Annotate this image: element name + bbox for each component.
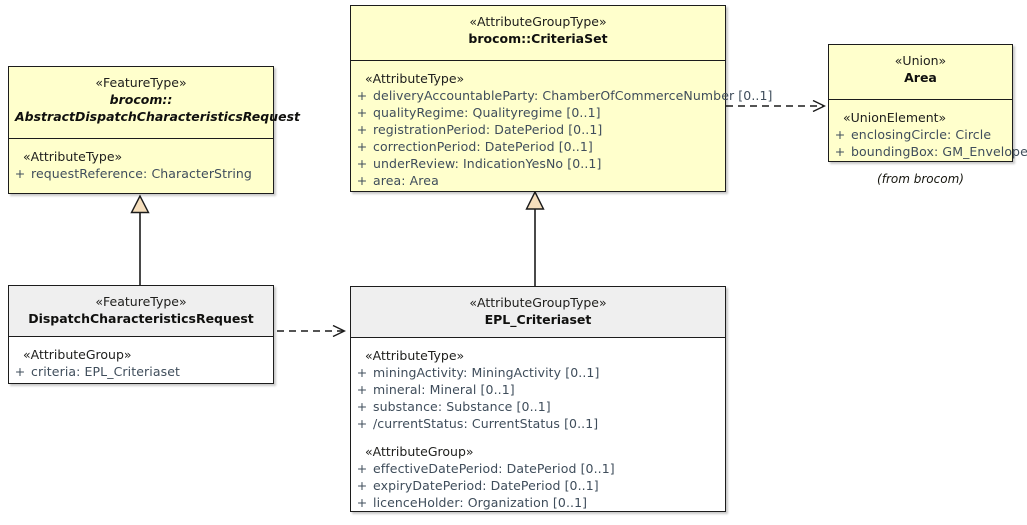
class-name: DispatchCharacteristicsRequest (28, 311, 254, 326)
attribute-text: /currentStatus: CurrentStatus [0..1] (373, 416, 599, 431)
attribute-row[interactable]: + substance: Substance [0..1] (351, 398, 725, 415)
class-header: «AttributeGroupType» brocom::CriteriaSet (351, 6, 725, 61)
class-name: brocom::CriteriaSet (468, 31, 608, 46)
attribute-text: area: Area (373, 173, 439, 188)
class-box-abstract-dispatch-characteristics-request[interactable]: «FeatureType» brocom:: AbstractDispatchC… (8, 66, 300, 194)
class-box-criteria-set[interactable]: «AttributeGroupType» brocom::CriteriaSet… (350, 5, 772, 192)
attribute-visibility: + (356, 122, 368, 137)
attribute-visibility: + (834, 127, 846, 142)
class-attributes-compartment: «AttributeType» + deliveryAccountablePar… (351, 61, 773, 198)
attribute-text: criteria: EPL_Criteriaset (31, 364, 180, 379)
attribute-visibility: + (356, 478, 368, 493)
attribute-text: miningActivity: MiningActivity [0..1] (373, 365, 600, 380)
attribute-visibility: + (834, 144, 846, 159)
compartment-stereotype: «AttributeGroup» (365, 444, 474, 459)
class-box-dispatch-characteristics-request[interactable]: «FeatureType» DispatchCharacteristicsReq… (8, 285, 274, 384)
attribute-row[interactable]: + /currentStatus: CurrentStatus [0..1] (351, 415, 725, 432)
attribute-visibility: + (14, 166, 26, 181)
attribute-row[interactable]: + correctionPeriod: DatePeriod [0..1] (351, 138, 725, 155)
attribute-row[interactable]: + boundingBox: GM_Envelope (829, 143, 1027, 160)
attribute-visibility: + (356, 416, 368, 431)
attribute-text: underReview: IndicationYesNo [0..1] (373, 156, 602, 171)
attribute-text: substance: Substance [0..1] (373, 399, 551, 414)
class-attributes-compartment: «AttributeType» + requestReference: Char… (9, 139, 273, 191)
attribute-text: enclosingCircle: Circle (851, 127, 992, 142)
compartment-stereotype: «AttributeType» (23, 149, 123, 164)
class-attributes-compartment: «UnionElement» + enclosingCircle: Circle… (829, 100, 1027, 169)
attribute-text: boundingBox: GM_Envelope (851, 144, 1027, 159)
attribute-row[interactable]: + enclosingCircle: Circle (829, 126, 1012, 143)
class-box-area[interactable]: «Union» Area «UnionElement» + enclosingC… (828, 44, 1027, 162)
class-name-line2: AbstractDispatchCharacteristicsRequest (15, 109, 300, 124)
attribute-visibility: + (356, 105, 368, 120)
generalization-eplcriteriaset-to-criteriaset (525, 190, 545, 286)
class-stereotype: «FeatureType» (95, 75, 187, 90)
attribute-visibility: + (356, 461, 368, 476)
class-header: «Union» Area (829, 45, 1012, 100)
class-attributes-compartment: «AttributeGroup» + criteria: EPL_Criteri… (9, 337, 273, 389)
attribute-text: requestReference: CharacterString (31, 166, 252, 181)
class-attributes-compartment: «AttributeType» + miningActivity: Mining… (351, 338, 725, 520)
attribute-row[interactable]: + deliveryAccountableParty: ChamberOfCom… (351, 87, 773, 104)
attribute-visibility: + (356, 88, 368, 103)
class-name: EPL_Criteriaset (484, 312, 592, 327)
class-stereotype: «AttributeGroupType» (469, 295, 607, 310)
class-name-line1: brocom:: (109, 92, 173, 107)
compartment-stereotype: «AttributeType» (365, 71, 465, 86)
class-header: «AttributeGroupType» EPL_Criteriaset (351, 287, 725, 338)
attribute-text: expiryDatePeriod: DatePeriod [0..1] (373, 478, 599, 493)
attribute-visibility: + (14, 364, 26, 379)
attribute-row[interactable]: + licenceHolder: Organization [0..1] (351, 494, 725, 511)
attribute-text: effectiveDatePeriod: DatePeriod [0..1] (373, 461, 615, 476)
attribute-row[interactable]: + mineral: Mineral [0..1] (351, 381, 725, 398)
compartment-stereotype: «AttributeType» (365, 348, 465, 363)
attribute-row[interactable]: + underReview: IndicationYesNo [0..1] (351, 155, 725, 172)
attribute-text: licenceHolder: Organization [0..1] (373, 495, 588, 510)
compartment-stereotype: «AttributeGroup» (23, 347, 132, 362)
attribute-text: deliveryAccountableParty: ChamberOfComme… (373, 88, 773, 103)
attribute-visibility: + (356, 173, 368, 188)
attribute-text: registrationPeriod: DatePeriod [0..1] (373, 122, 603, 137)
attribute-text: mineral: Mineral [0..1] (373, 382, 515, 397)
attribute-visibility: + (356, 156, 368, 171)
class-name: Area (904, 70, 937, 85)
class-stereotype: «Union» (894, 53, 947, 68)
attribute-visibility: + (356, 382, 368, 397)
generalization-dispatch-to-abstract (130, 194, 150, 285)
class-box-epl-criteriaset[interactable]: «AttributeGroupType» EPL_Criteriaset «At… (350, 286, 726, 512)
class-stereotype: «FeatureType» (95, 294, 187, 309)
attribute-row[interactable]: + effectiveDatePeriod: DatePeriod [0..1] (351, 460, 725, 477)
attribute-row[interactable]: + area: Area (351, 172, 725, 189)
area-package-footnote: (from brocom) (877, 172, 964, 186)
attribute-visibility: + (356, 399, 368, 414)
attribute-visibility: + (356, 139, 368, 154)
class-header: «FeatureType» brocom:: AbstractDispatchC… (9, 67, 300, 139)
attribute-row[interactable]: + qualityRegime: Qualityregime [0..1] (351, 104, 725, 121)
attribute-row[interactable]: + criteria: EPL_Criteriaset (9, 363, 273, 380)
attribute-visibility: + (356, 365, 368, 380)
class-header: «FeatureType» DispatchCharacteristicsReq… (9, 286, 273, 337)
class-stereotype: «AttributeGroupType» (469, 14, 607, 29)
attribute-text: qualityRegime: Qualityregime [0..1] (373, 105, 601, 120)
attribute-text: correctionPeriod: DatePeriod [0..1] (373, 139, 593, 154)
attribute-row[interactable]: + registrationPeriod: DatePeriod [0..1] (351, 121, 725, 138)
attribute-row[interactable]: + miningActivity: MiningActivity [0..1] (351, 364, 725, 381)
attribute-row[interactable]: + expiryDatePeriod: DatePeriod [0..1] (351, 477, 725, 494)
attribute-visibility: + (356, 495, 368, 510)
attribute-row[interactable]: + requestReference: CharacterString (9, 165, 273, 182)
compartment-stereotype: «UnionElement» (843, 110, 947, 125)
